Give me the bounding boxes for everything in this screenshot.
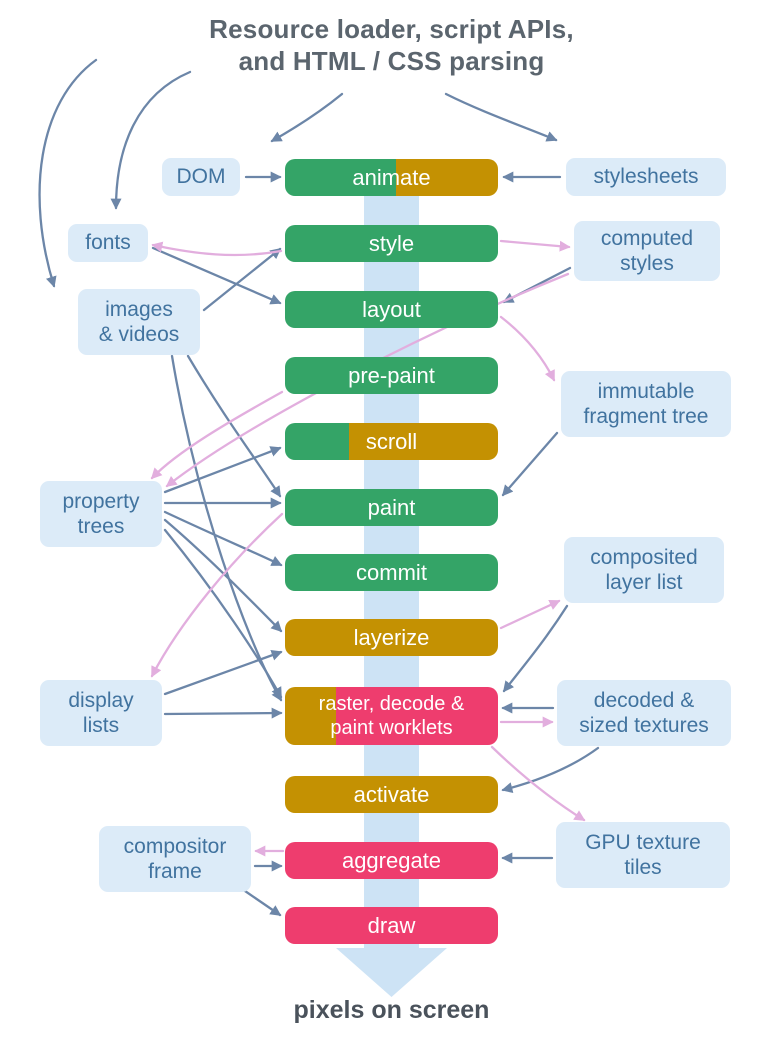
- arrow-images-to-raster: [170, 354, 283, 702]
- stage-aggregate: aggregate: [285, 842, 498, 879]
- arrow-loader-to-pipeline: [270, 92, 344, 143]
- arrow-style-to-fonts: [151, 241, 283, 257]
- arrow-display-lists-to-layerize: [163, 650, 283, 696]
- box-composited-layer-list: composited layer list: [564, 537, 724, 603]
- arrow-property-trees-to-raster: [163, 528, 283, 699]
- diagram-title: Resource loader, script APIs, and HTML /…: [209, 14, 574, 76]
- arrow-style-to-computed-styles: [499, 239, 571, 252]
- box-stylesheets: stylesheets: [566, 158, 726, 196]
- stage-scroll: scroll: [285, 423, 498, 460]
- arrow-property-trees-to-commit: [163, 510, 283, 567]
- arrow-loader-to-fonts: [110, 70, 192, 210]
- box-fonts: fonts: [68, 224, 148, 262]
- arrow-pre-paint-to-property-trees: [150, 390, 284, 480]
- box-compositor-frame: compositor frame: [99, 826, 251, 892]
- arrow-textures-to-activate: [501, 746, 600, 793]
- stage-raster-decode-paint-worklets: raster, decode & paint worklets: [285, 687, 498, 745]
- arrow-paint-to-display-lists: [150, 512, 284, 678]
- arrow-fonts-to-layout: [151, 246, 282, 305]
- arrow-loader-to-images: [38, 58, 98, 288]
- arrow-loader-to-stylesheets: [444, 92, 558, 142]
- box-images-videos: images & videos: [78, 289, 200, 355]
- stage-animate: animate: [285, 159, 498, 196]
- arrow-display-lists-to-raster: [163, 707, 283, 719]
- arrow-property-trees-to-scroll: [163, 446, 282, 494]
- arrow-images-to-paint: [186, 354, 282, 498]
- arrow-raster-to-gpu-tiles: [490, 745, 586, 822]
- box-immutable-fragment-tree: immutable fragment tree: [561, 371, 731, 437]
- arrow-images-to-style: [202, 247, 282, 312]
- stage-layout: layout: [285, 291, 498, 328]
- pixels-on-screen-label: pixels on screen: [293, 996, 490, 1024]
- arrow-layer-list-to-raster: [502, 604, 569, 693]
- box-dom: DOM: [162, 158, 240, 196]
- arrow-compositor-frame-to-draw: [243, 889, 282, 917]
- box-computed-styles: computed styles: [574, 221, 720, 281]
- box-decoded-sized-textures: decoded & sized textures: [557, 680, 731, 746]
- box-gpu-texture-tiles: GPU texture tiles: [556, 822, 730, 888]
- stage-layerize: layerize: [285, 619, 498, 656]
- arrow-property-trees-to-layerize: [163, 518, 283, 633]
- stage-activate: activate: [285, 776, 498, 813]
- stage-paint: paint: [285, 489, 498, 526]
- arrow-layout-to-fragment-tree: [499, 315, 556, 382]
- arrow-layerize-to-layer-list: [499, 599, 561, 630]
- stage-draw: draw: [285, 907, 498, 944]
- box-property-trees: property trees: [40, 481, 162, 547]
- stage-style: style: [285, 225, 498, 262]
- arrow-fragment-tree-to-paint: [501, 431, 559, 497]
- stage-commit: commit: [285, 554, 498, 591]
- stage-pre-paint: pre-paint: [285, 357, 498, 394]
- box-display-lists: display lists: [40, 680, 162, 746]
